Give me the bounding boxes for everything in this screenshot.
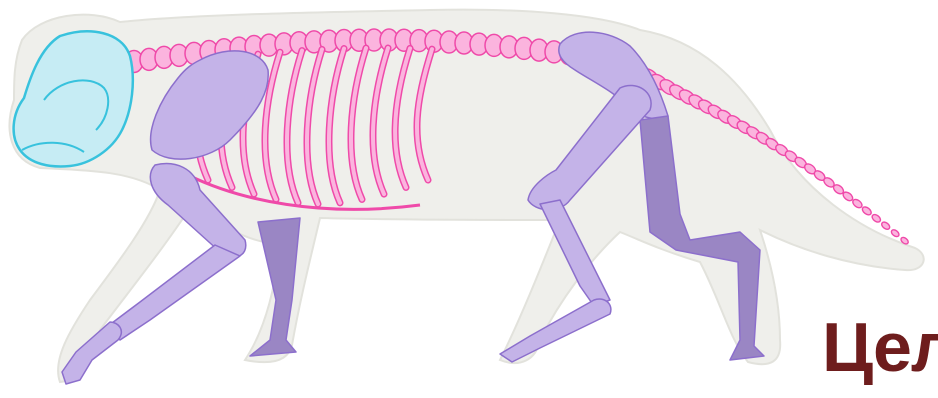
tail-vertebra [880, 221, 891, 231]
partial-caption: Цел [822, 312, 938, 382]
tail-vertebra [851, 198, 863, 210]
tail-vertebra [890, 228, 900, 238]
tail-vertebra [871, 213, 882, 224]
tail-vertebra [861, 205, 873, 216]
